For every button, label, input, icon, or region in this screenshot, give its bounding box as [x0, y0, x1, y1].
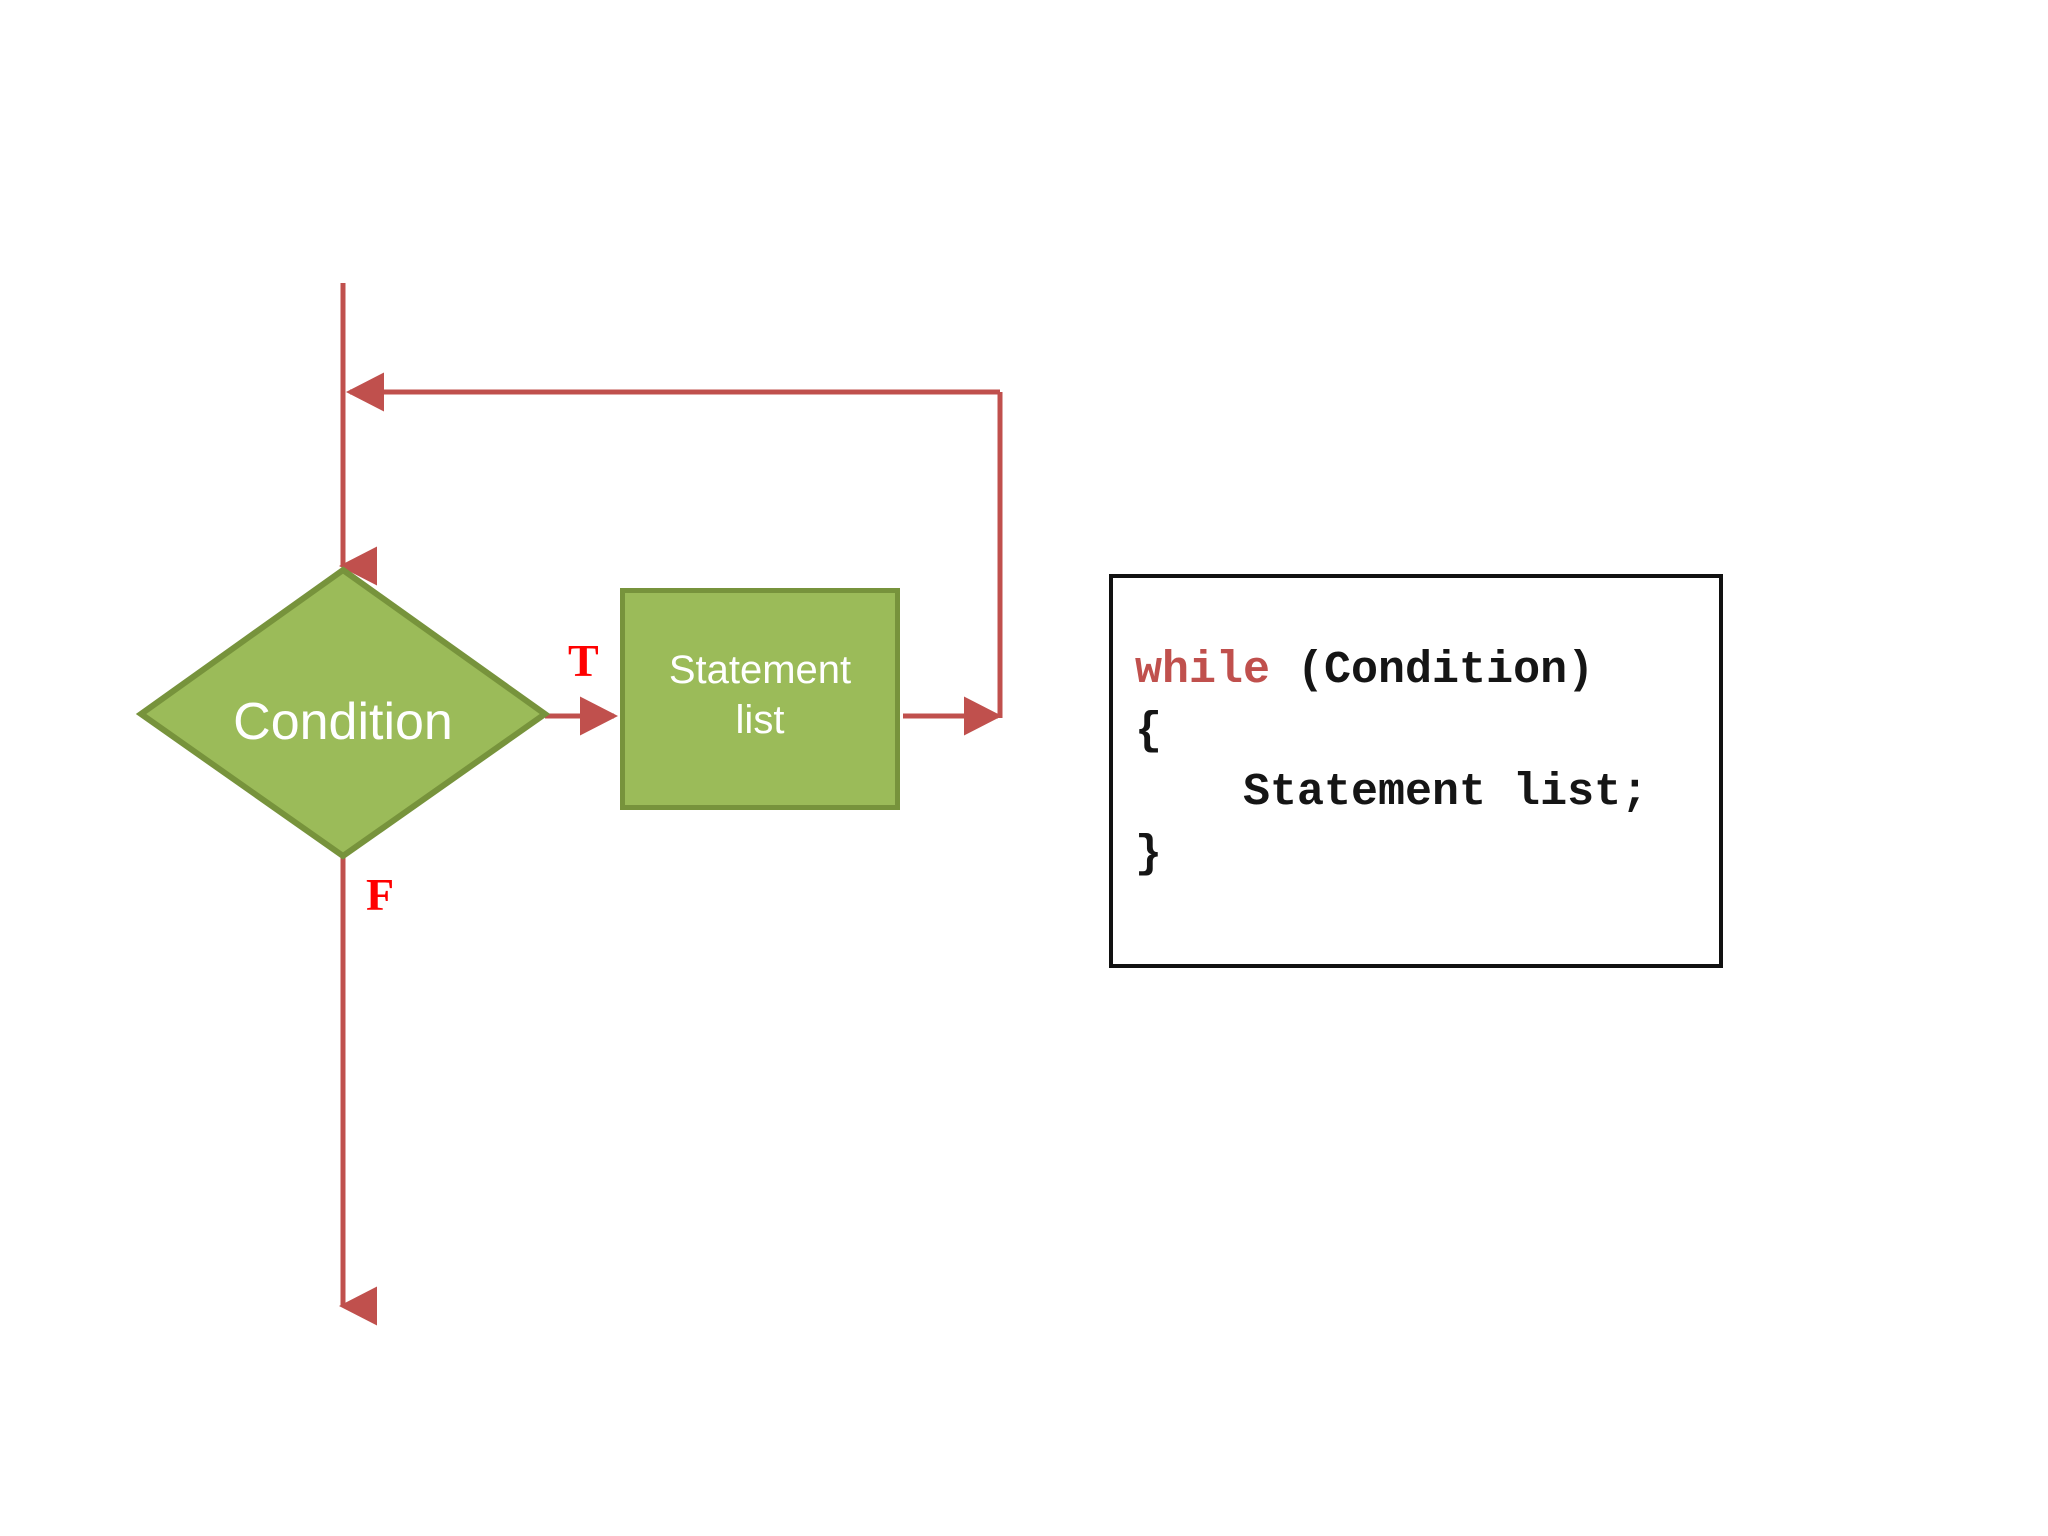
code-line-4: } — [1135, 828, 1163, 880]
code-line-1: while (Condition) — [1135, 640, 1715, 701]
branch-label-false: F — [366, 869, 395, 920]
code-snippet: while (Condition){ Statement list;} — [1135, 640, 1715, 885]
code-line-2: { — [1135, 706, 1163, 758]
code-keyword-while: while — [1135, 645, 1271, 696]
process-box — [620, 588, 900, 810]
decision-diamond — [135, 566, 551, 860]
code-line-3: Statement list; — [1135, 767, 1649, 819]
branch-label-true: T — [568, 635, 599, 686]
code-panel — [1109, 574, 1723, 968]
decision-label: Condition — [233, 693, 453, 751]
code-condition-expr: (Condition) — [1270, 645, 1595, 696]
